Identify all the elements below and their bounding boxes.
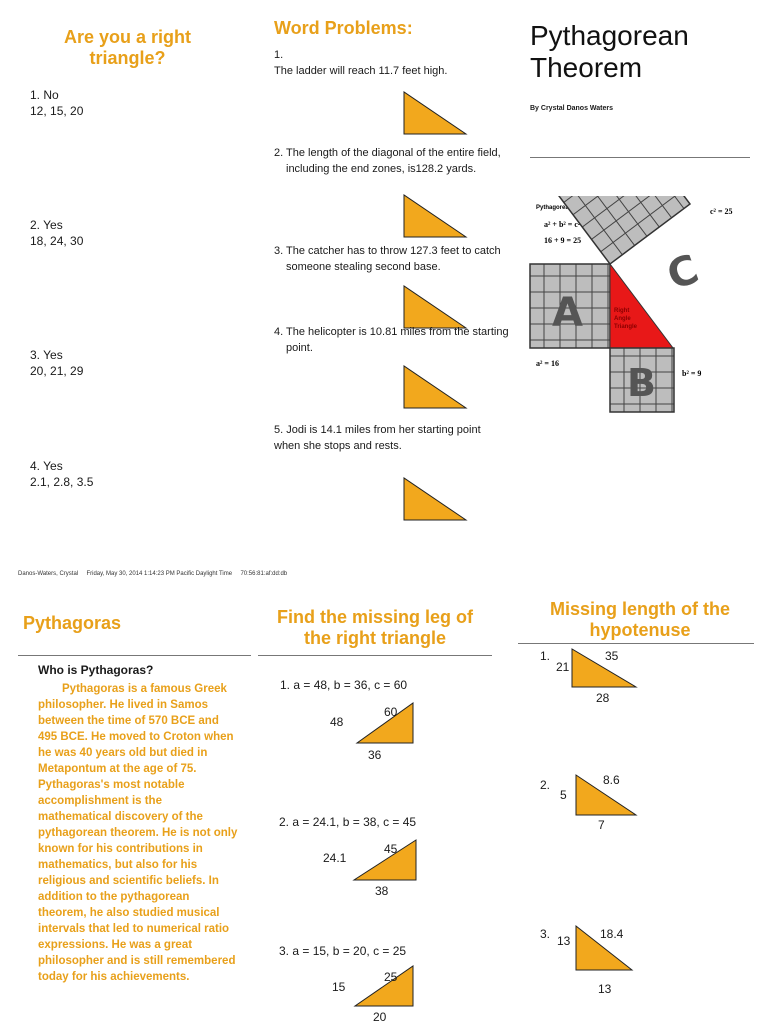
triangle-icon	[403, 365, 468, 409]
word-problem-2: 2. The length of the diagonal of the ent…	[274, 147, 501, 175]
triangle-icon	[403, 285, 468, 329]
square-b	[609, 347, 675, 413]
divider	[518, 643, 754, 644]
word-problem-5: 5. Jodi is 14.1 miles from her starting …	[274, 424, 481, 452]
triangle-icon	[575, 774, 638, 816]
b-squared-label: b² = 9	[682, 369, 701, 378]
missing-leg-problem-2: 2. a = 24.1, b = 38, c = 45	[279, 815, 417, 829]
word-problem-1: 1. The ladder will reach 11.7 feet high.	[274, 49, 448, 77]
pythagorean-diagram: Pythagorean Theorem a² + b² = c² 16 + 9 …	[529, 196, 733, 413]
triangle-icon	[403, 194, 468, 238]
triangle-icon	[575, 924, 634, 971]
formula-1: a² + b² = c²	[544, 220, 581, 229]
pythagoras-subheading: Who is Pythagoras?	[38, 663, 154, 677]
square-b-label: B	[627, 361, 656, 405]
answer-4: 4. Yes 2.1, 2.8, 3.5	[30, 459, 94, 489]
pythagoras-bio: Pythagoras is a famous Greek philosopher…	[38, 683, 238, 983]
divider	[18, 655, 251, 656]
missing-leg-heading: Find the missing leg of the right triang…	[276, 607, 473, 648]
divider	[530, 157, 750, 158]
answer-1: 1. No 12, 15, 20	[30, 88, 84, 118]
square-c-label: C	[661, 246, 704, 299]
word-problem-4: 4. The helicopter is 10.81 miles from th…	[274, 326, 509, 354]
footer: Danos-Waters, Crystal Friday, May 30, 20…	[18, 571, 288, 577]
a-squared-label: a² = 16	[536, 359, 559, 368]
author-line: By Crystal Danos Waters	[530, 105, 613, 112]
pythagoras-heading: Pythagoras	[23, 613, 122, 633]
svg-text:Right: Right	[614, 308, 629, 314]
page-title: Pythagorean Theorem	[530, 20, 689, 83]
word-problems-heading: Word Problems:	[274, 18, 413, 38]
square-c	[548, 196, 692, 266]
svg-text:Angle: Angle	[614, 316, 631, 322]
answer-3: 3. Yes 20, 21, 29	[30, 348, 84, 378]
answer-2: 2. Yes 18, 24, 30	[30, 218, 84, 248]
triangle-icon	[403, 477, 468, 521]
word-problem-3: 3. The catcher has to throw 127.3 feet t…	[274, 245, 501, 273]
triangle-icon	[571, 648, 638, 688]
right-angle-triangle	[609, 262, 674, 349]
right-triangle-heading: Are you a right triangle?	[63, 27, 192, 68]
triangle-icon	[353, 965, 414, 1007]
formula-2: 16 + 9 = 25	[544, 236, 581, 245]
missing-leg-problem-3: 3. a = 15, b = 20, c = 25	[279, 944, 407, 958]
hypotenuse-heading: Missing length of the hypotenuse	[550, 599, 730, 640]
square-a-label: A	[552, 290, 583, 336]
triangle-icon	[352, 839, 417, 881]
divider	[258, 655, 492, 656]
square-a	[529, 263, 611, 349]
missing-leg-problem-1: 1. a = 48, b = 36, c = 60	[280, 678, 408, 692]
triangle-icon	[355, 702, 414, 744]
c-squared-label: c² = 25	[710, 207, 733, 216]
svg-text:Triangle: Triangle	[614, 324, 638, 330]
triangle-icon	[403, 91, 468, 135]
